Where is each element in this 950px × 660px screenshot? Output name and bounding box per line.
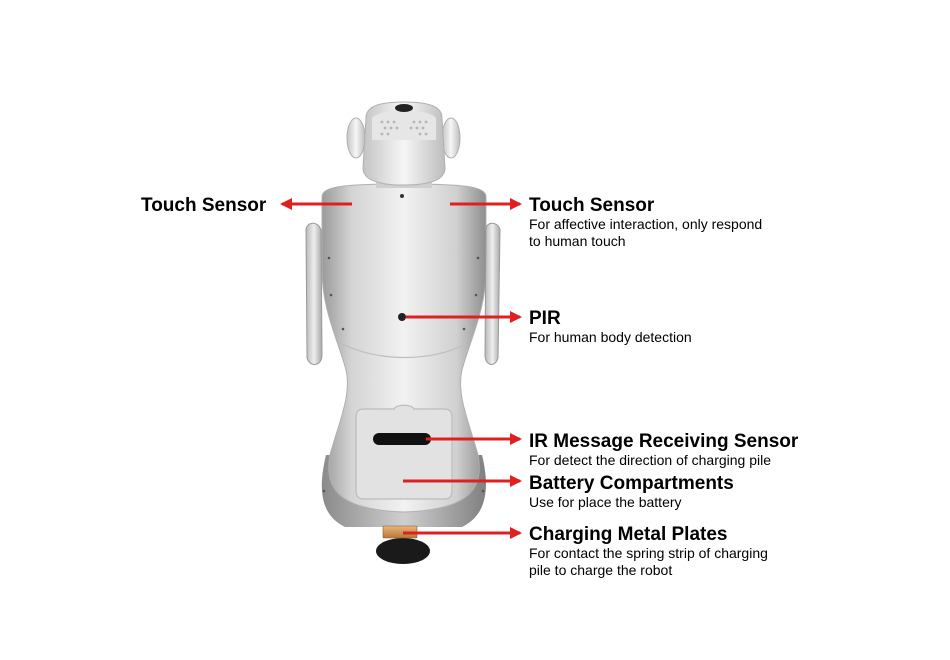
robot-arm-right [484, 222, 501, 365]
label-desc: For affective interaction, only respond [529, 216, 763, 232]
touch-sensor-dot [400, 194, 404, 198]
label-battery-compartments: Battery Compartments Use for place the b… [529, 473, 734, 511]
head-speaker-grille [372, 110, 436, 140]
label-desc: to human touch [529, 233, 626, 249]
speaker-dots [380, 120, 428, 136]
robot-ear-right [441, 117, 461, 159]
label-desc: For human body detection [529, 329, 692, 345]
robot-wheel [376, 538, 430, 564]
label-desc: For contact the spring strip of charging [529, 545, 768, 561]
robot-arm-left [305, 222, 323, 365]
robot-ear-left [346, 117, 366, 159]
label-title: PIR [529, 308, 561, 329]
pir-sensor [398, 313, 406, 321]
label-ir-sensor: IR Message Receiving Sensor For detect t… [529, 431, 798, 469]
label-desc: For detect the direction of charging pil… [529, 452, 772, 468]
body-seam [341, 343, 467, 359]
label-desc: pile to charge the robot [529, 562, 673, 578]
label-title: IR Message Receiving Sensor [529, 431, 799, 452]
ir-receiver-slot [373, 433, 431, 445]
label-desc: Use for place the battery [529, 494, 682, 510]
label-title: Touch Sensor [141, 195, 267, 216]
label-charging-plates: Charging Metal Plates For contact the sp… [529, 524, 768, 579]
head-camera [395, 104, 413, 112]
label-pir: PIR For human body detection [529, 308, 692, 346]
label-title: Charging Metal Plates [529, 524, 728, 545]
label-touch-sensor-left: Touch Sensor [141, 195, 266, 216]
label-title: Touch Sensor [529, 195, 655, 216]
body-screw-dots [322, 256, 485, 493]
battery-compartment [355, 404, 453, 500]
label-title: Battery Compartments [529, 473, 734, 494]
label-touch-sensor-right: Touch Sensor For affective interaction, … [529, 195, 762, 250]
